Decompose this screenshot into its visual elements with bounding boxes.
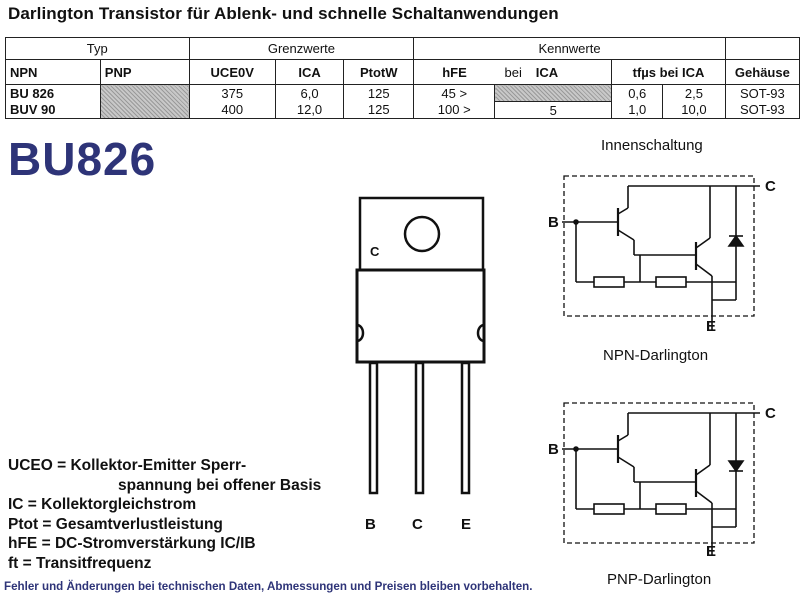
circuit-title: Innenschaltung xyxy=(601,137,703,154)
package-body xyxy=(355,268,486,364)
col-header-ptot: PtotW xyxy=(343,59,415,85)
legend-line: Ptot = Gesamtverlustleistung xyxy=(8,515,223,533)
table-row: BU 826 375 6,0 125 45 > 0,6 2,5 SOT-93 xyxy=(5,84,800,119)
cell-ic2: 5 xyxy=(494,101,613,119)
cell-ic: 12,0 xyxy=(274,101,345,119)
legend-line: hFE = DC-Stromverstärkung IC/IB xyxy=(8,535,256,553)
col-header-tf: tfµs bei ICA xyxy=(611,59,726,85)
abbreviation-legend: UCEO = Kollektor-Emitter Sperr- spannung… xyxy=(8,456,321,574)
cell-case: SOT-93 xyxy=(724,84,800,102)
cell-ic: 6,0 xyxy=(274,84,345,102)
npn-terminal-e: E xyxy=(706,318,717,335)
npn-terminal-c: C xyxy=(765,178,776,195)
col-header-uceo: UCE0V xyxy=(188,59,276,85)
npn-caption: NPN-Darlington xyxy=(603,347,709,364)
page-heading: Darlington Transistor für Ablenk- und sc… xyxy=(8,4,559,23)
cell-ic3: 10,0 xyxy=(662,101,726,119)
cell-ptot: 125 xyxy=(343,101,415,119)
legend-line: spannung bei offener Basis xyxy=(118,476,322,494)
table-row: BUV 90 400 12,0 125 100 > 5 1,0 10,0 SOT… xyxy=(5,101,800,119)
pnp-terminal-c: C xyxy=(765,405,776,422)
cell-uceo: 375 xyxy=(188,84,276,102)
cell-hfe: 45 > xyxy=(413,84,496,102)
spec-table: Typ Grenzwerte Kennwerte NPN PNP UCE0V I… xyxy=(5,37,800,119)
legend-line: UCEO = Kollektor-Emitter Sperr- xyxy=(8,457,247,474)
pnp-terminal-e: E xyxy=(706,543,717,560)
pin-label-b: B xyxy=(365,516,376,533)
col-header-hfe: hFE xyxy=(413,59,495,85)
mounting-hole xyxy=(403,215,441,253)
cell-uceo: 400 xyxy=(188,101,276,119)
col-header-npn: NPN xyxy=(5,59,101,85)
cell-ic3: 2,5 xyxy=(662,84,726,102)
group-header-grenzwerte: Grenzwerte xyxy=(188,37,415,60)
npn-terminal-b: B xyxy=(548,214,559,231)
pin-label-e: E xyxy=(461,516,472,533)
cell-case: SOT-93 xyxy=(724,101,800,119)
legend-line: ft = Transitfrequenz xyxy=(8,554,152,572)
package-c-mark: C xyxy=(370,244,380,259)
col-header-pnp: PNP xyxy=(99,59,190,85)
lead-c xyxy=(414,361,425,495)
legend-line: IC = Kollektorgleichstrom xyxy=(8,496,197,514)
cell-npn: BU 826 xyxy=(5,84,101,102)
pin-label-c: C xyxy=(412,516,423,533)
pnp-caption: PNP-Darlington xyxy=(607,571,712,588)
cell-npn: BUV 90 xyxy=(5,101,101,119)
lead-b xyxy=(368,361,379,495)
lead-e xyxy=(460,361,471,495)
part-title: BU826 xyxy=(8,133,157,185)
col-header-ic: ICA xyxy=(274,59,345,85)
cell-hfe: 100 > xyxy=(413,101,496,119)
pnp-terminal-b: B xyxy=(548,441,559,458)
cell-tf: 0,6 xyxy=(611,84,664,102)
cell-ptot: 125 xyxy=(343,84,415,102)
disclaimer-footer: Fehler und Änderungen bei technischen Da… xyxy=(4,580,533,593)
col-header-bei: bei xyxy=(494,59,532,85)
cell-tf: 1,0 xyxy=(611,101,664,119)
cell-pnp-empty xyxy=(99,84,190,119)
